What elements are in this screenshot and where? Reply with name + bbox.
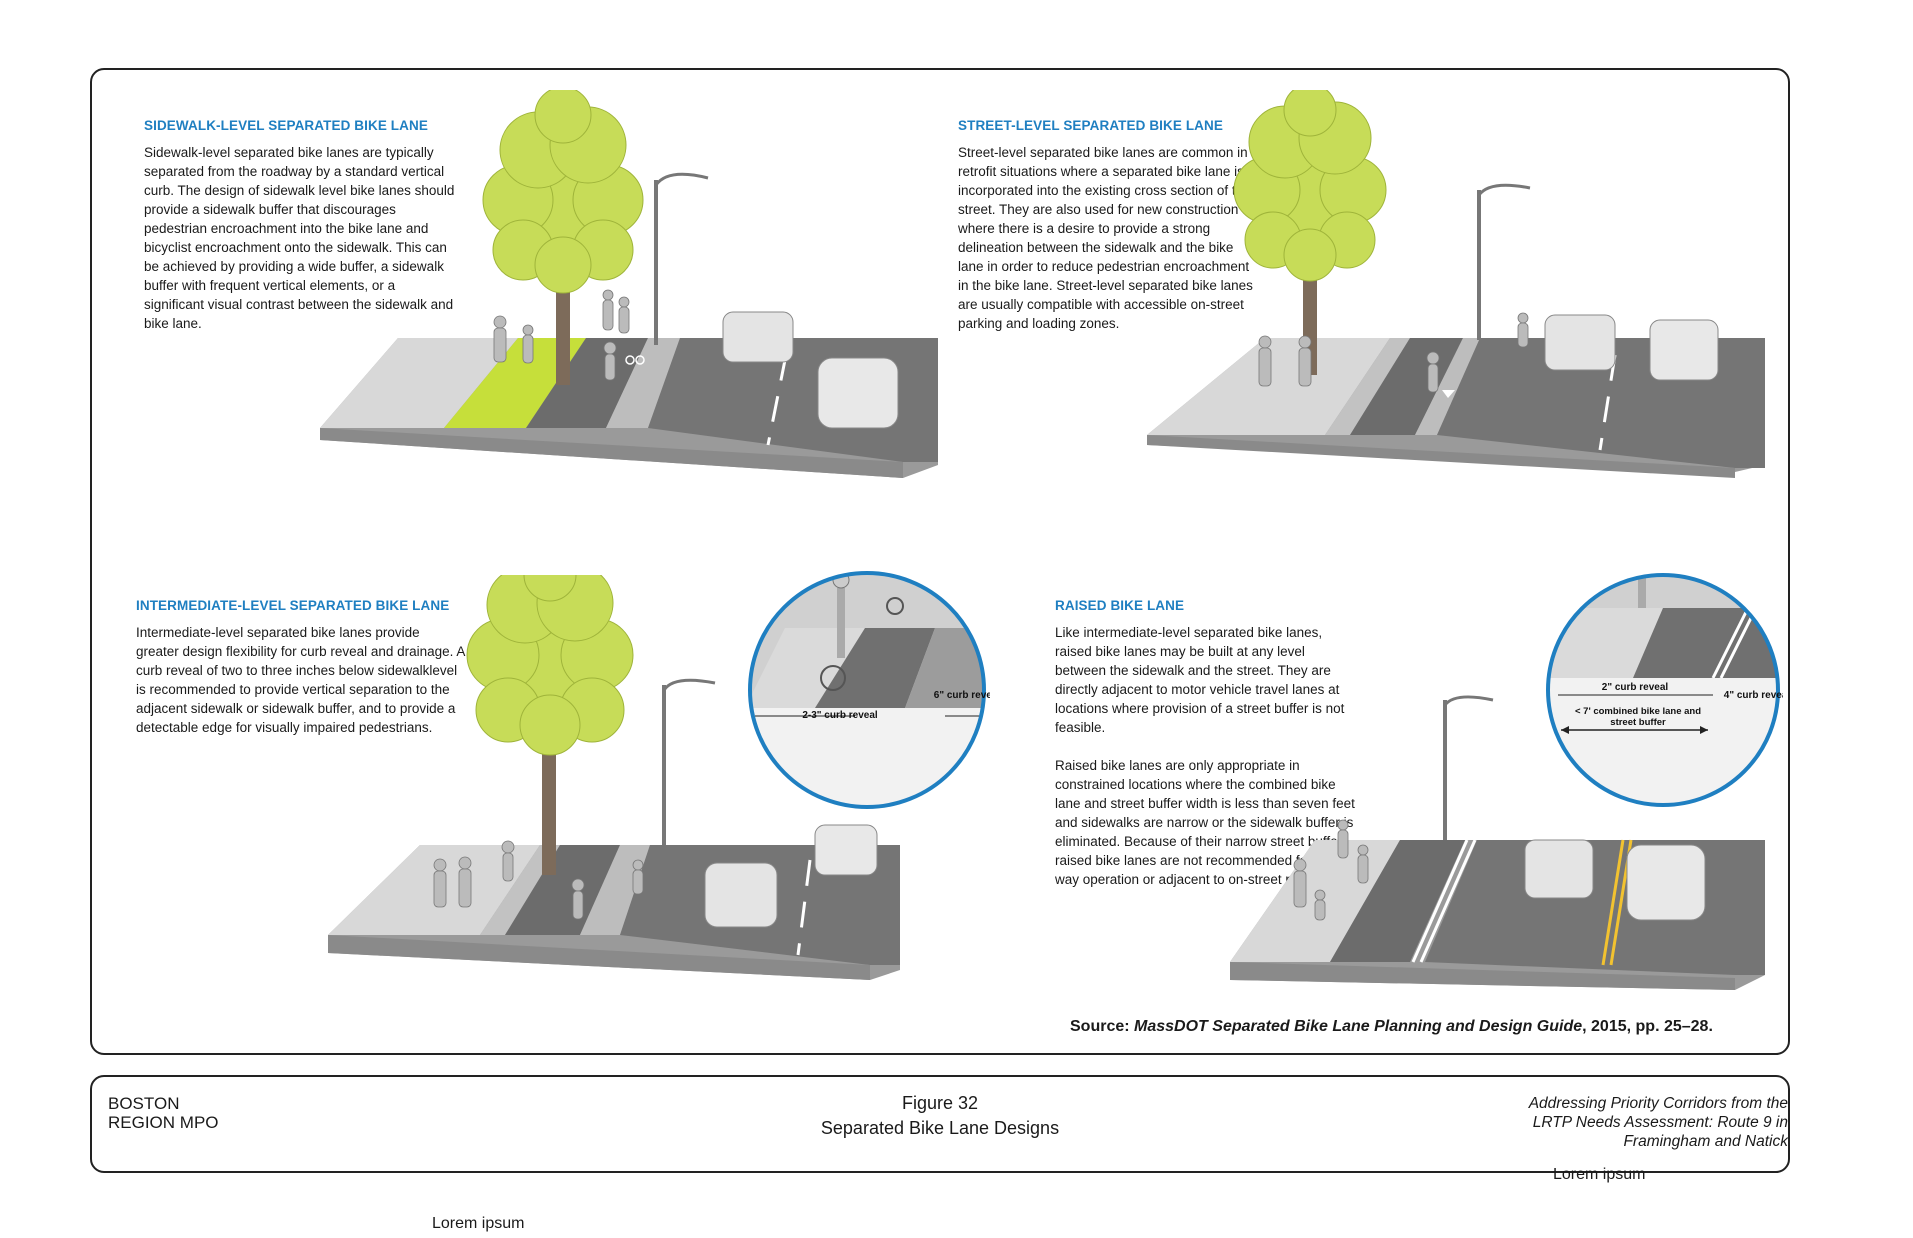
intermediate-curb-reveal-callout: 2-3" curb reveal 6" curb reveal [748,571,990,809]
figure-title: Separated Bike Lane Designs [820,1118,1060,1138]
raised-width-label: < 7' combined bike lane and street buffe… [1574,706,1702,728]
raised-bike-lane-text-1: Like intermediate-level separated bike l… [1055,625,1345,735]
intermediate-level-title: INTERMEDIATE-LEVEL SEPARATED BIKE LANE [136,598,450,613]
street-level-illustration [1147,90,1765,478]
source-label: Source: [1070,1018,1130,1035]
raised-bike-lane-title: RAISED BIKE LANE [1055,598,1185,613]
figure-frame [90,68,1790,1055]
footer-frame [90,1075,1790,1173]
sidewalk-level-text: Sidewalk-level separated bike lanes are … [144,145,455,331]
intermediate-right-reveal-label: 6" curb reveal [934,690,990,701]
intermediate-level-illustration [328,575,900,980]
raised-top-reveal-label: 2" curb reveal [1602,682,1669,693]
placeholder-text-left: Lorem ipsum [432,1215,525,1232]
street-level-description: Street-level separated bike lanes are co… [958,143,1258,333]
sidewalk-level-title: SIDEWALK-LEVEL SEPARATED BIKE LANE [144,118,428,133]
raised-curb-reveal-callout: 2" curb reveal 4" curb reveal < 7' combi… [1546,573,1783,807]
raised-bike-lane-text-2: Raised bike lanes are only appropriate i… [1055,758,1355,887]
intermediate-left-reveal-label: 2-3" curb reveal [802,710,878,721]
placeholder-text-right: Lorem ipsum [1553,1166,1646,1183]
raised-bike-lane-illustration [1230,695,1765,990]
raised-right-reveal-label: 4" curb reveal [1724,690,1783,701]
source-details: , 2015, pp. 25–28. [1582,1018,1713,1035]
figure-number: Figure 32 [901,1093,979,1113]
street-level-title: STREET-LEVEL SEPARATED BIKE LANE [958,118,1223,133]
organization-name: BOSTON REGION MPO [108,1094,219,1132]
intermediate-level-text: Intermediate-level separated bike lanes … [136,625,465,735]
source-title: MassDOT Separated Bike Lane Planning and… [1134,1018,1583,1035]
raised-bike-lane-description: Like intermediate-level separated bike l… [1055,623,1355,889]
street-level-text: Street-level separated bike lanes are co… [958,145,1253,331]
sidewalk-level-description: Sidewalk-level separated bike lanes are … [144,143,456,333]
report-title: Addressing Priority Corridors from the L… [1528,1095,1788,1150]
intermediate-level-description: Intermediate-level separated bike lanes … [136,623,466,737]
source-citation: Source: MassDOT Separated Bike Lane Plan… [1070,1018,1713,1036]
sidewalk-level-illustration [320,90,938,478]
